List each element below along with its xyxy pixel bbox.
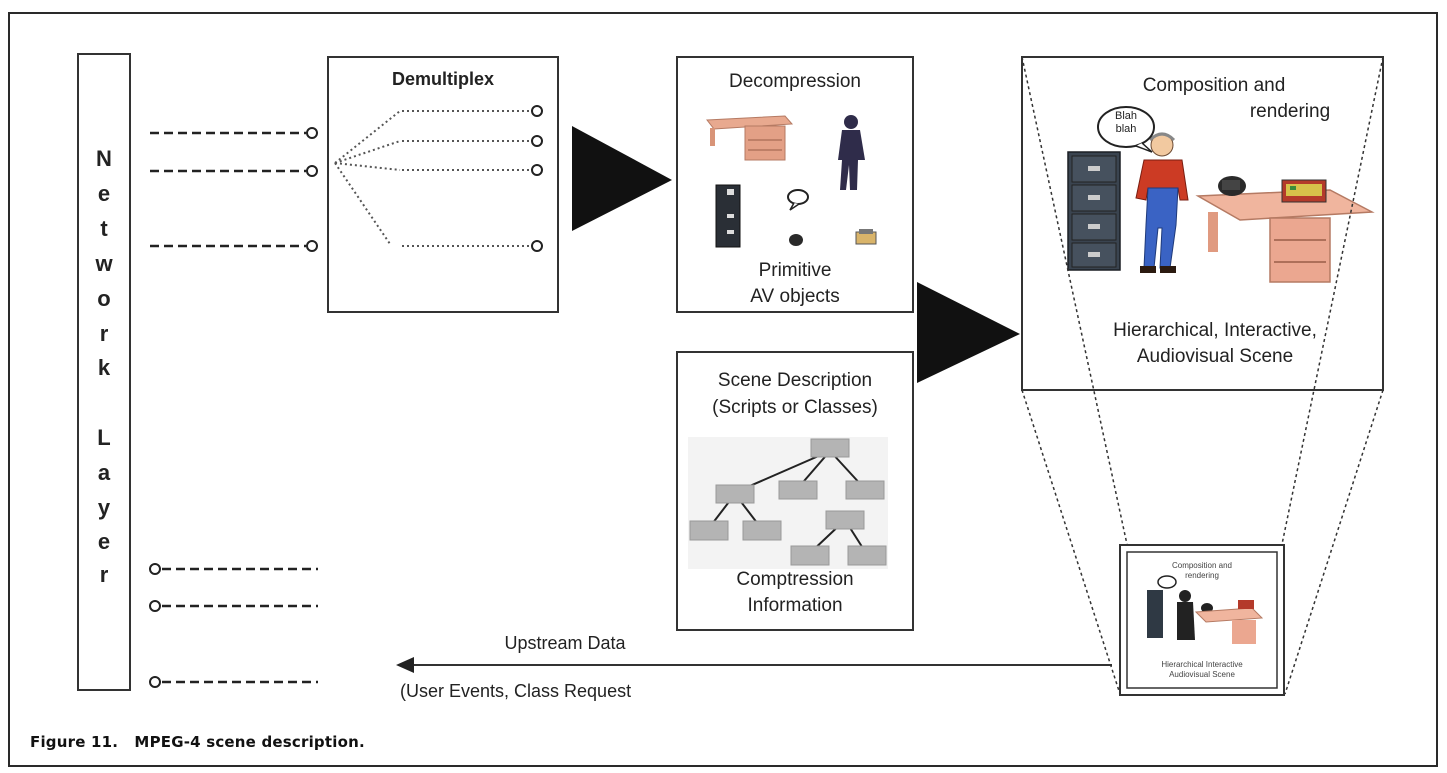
- network-letter: N: [96, 146, 112, 171]
- upstream-events-label: (User Events, Class Request: [400, 681, 632, 701]
- network-letter: w: [95, 251, 113, 276]
- upstream-endpoints: [149, 563, 161, 688]
- audiovisual-scene-label: Audiovisual Scene: [1136, 346, 1294, 367]
- hierarchical-label: Hierarchical, Interactive,: [1113, 320, 1317, 341]
- figure-frame: [8, 12, 1438, 767]
- speech-line: Blah: [1114, 110, 1138, 122]
- speech-line: blah: [1115, 123, 1137, 135]
- demultiplex-box: [327, 56, 559, 313]
- network-letter: r: [99, 321, 109, 346]
- network-letter: r: [99, 562, 109, 587]
- network-letter: k: [97, 355, 111, 380]
- network-letter: L: [97, 425, 111, 450]
- mini-scene-title-line2: rendering: [1185, 571, 1219, 580]
- composition-scene: [1067, 106, 1375, 283]
- composition-title: Composition and: [1142, 75, 1286, 96]
- composition-rendering-label: rendering: [1249, 101, 1331, 122]
- scene-graph-tree: [688, 437, 888, 569]
- primitive-label: Primitive: [758, 260, 832, 281]
- network-letter: e: [97, 181, 111, 206]
- mini-scene-footer: Hierarchical Interactive: [1161, 660, 1243, 669]
- network-letter: e: [97, 529, 111, 554]
- network-letter: t: [100, 216, 108, 241]
- network-layer-box: [77, 53, 131, 691]
- compression-label: Comptression: [736, 569, 854, 590]
- scene-description-subtitle: (Scripts or Classes): [712, 397, 878, 418]
- scene-description-title: Scene Description: [717, 370, 873, 391]
- primitive-objects: [706, 115, 877, 248]
- projection-lines: [1021, 56, 1384, 695]
- information-label: Information: [747, 595, 843, 616]
- mini-scene-graphic: [1147, 575, 1264, 644]
- upstream-data-label: Upstream Data: [504, 633, 626, 653]
- downstream-endpoints: [306, 127, 318, 252]
- composition-title-line2: rendering: [1022, 101, 1378, 123]
- network-letter: y: [97, 495, 111, 520]
- network-letter: o: [97, 286, 111, 311]
- demultiplex-fanout: [334, 110, 530, 247]
- av-objects-label: AV objects: [750, 286, 840, 307]
- arrow-to-composition: [917, 282, 1020, 383]
- upstream-arrowhead: [396, 657, 414, 673]
- network-letter: a: [97, 460, 111, 485]
- demultiplex-outputs: [531, 105, 543, 252]
- arrow-to-decompression: [572, 126, 672, 231]
- downstream-streams: [150, 131, 306, 248]
- speech-bubble-text: Blah blah: [1098, 110, 1154, 136]
- mini-scene-footer-line2: Audiovisual Scene: [1169, 670, 1235, 679]
- demultiplex-title: Demultiplex: [391, 69, 495, 89]
- upstream-streams: [162, 567, 318, 684]
- decompression-title: Decompression: [729, 71, 861, 92]
- mini-scene-title: Composition and: [1171, 561, 1233, 570]
- figure-caption: Figure 11. MPEG-4 scene description.: [30, 733, 365, 751]
